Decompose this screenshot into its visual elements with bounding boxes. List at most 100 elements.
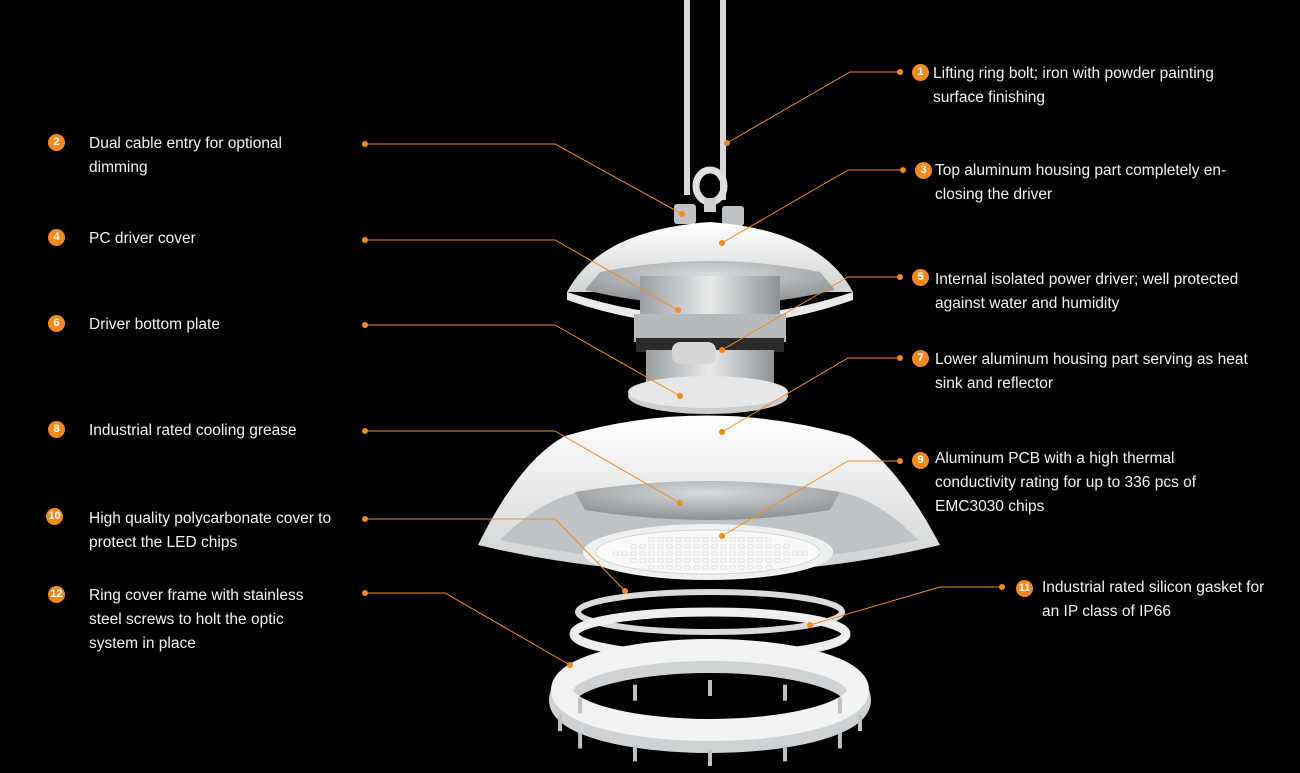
led-chip	[693, 544, 700, 549]
led-chip	[702, 537, 709, 542]
callout-text-7: Lower aluminum housing part serving as h…	[935, 348, 1248, 396]
led-chip	[684, 537, 691, 542]
screw	[578, 732, 583, 749]
led-chip	[774, 551, 781, 556]
callout-text-line: Lower aluminum housing part serving as h…	[935, 351, 1248, 368]
callout-text-line: Dual cable entry for optional	[89, 135, 283, 152]
led-chip	[765, 544, 772, 549]
leader-dot-6-end	[677, 393, 683, 399]
led-chip	[657, 544, 664, 549]
callout-badge-3: 3	[915, 162, 932, 179]
led-chip	[756, 558, 763, 563]
leader-dot-3-start	[900, 167, 906, 173]
driver-bottom-plate	[628, 376, 788, 414]
leader-line-10	[365, 518, 626, 592]
led-chip	[756, 565, 763, 570]
leader-line-3	[721, 169, 903, 244]
leader-dot-5-end	[719, 347, 725, 353]
led-chip	[756, 537, 763, 542]
callout-text-line: Aluminum PCB with a high thermal	[935, 450, 1175, 467]
led-chip	[648, 551, 655, 556]
led-chip	[693, 565, 700, 570]
led-chip	[684, 544, 691, 549]
led-chip	[675, 544, 682, 549]
callout-text-line: Industrial rated cooling grease	[89, 422, 297, 439]
callout-text-line: Internal isolated power driver; well pro…	[935, 271, 1239, 288]
led-chip	[738, 551, 745, 556]
leader-dot-8-end	[677, 500, 683, 506]
led-chip	[783, 558, 790, 563]
led-chip	[765, 565, 772, 570]
led-chip	[675, 551, 682, 556]
led-chip	[729, 537, 736, 542]
led-chip	[684, 565, 691, 570]
led-chip	[738, 544, 745, 549]
leader-line-2	[365, 143, 683, 215]
leader-dot-12-end	[567, 662, 573, 668]
led-chip	[657, 565, 664, 570]
leader-dot-4-start	[362, 237, 368, 243]
leader-line-6	[365, 324, 681, 397]
led-chip	[657, 558, 664, 563]
led-chip	[738, 565, 745, 570]
leader-dot-6-start	[362, 322, 368, 328]
callout-text-1: Lifting ring bolt; iron with powder pain…	[933, 62, 1214, 110]
led-chip	[684, 551, 691, 556]
callout-text-line: EMC3030 chips	[935, 498, 1045, 515]
callout-text-line: Lifting ring bolt; iron with powder pain…	[933, 65, 1214, 82]
led-chip	[630, 544, 637, 549]
stainless-screws	[558, 680, 862, 766]
led-chip	[765, 558, 772, 563]
led-chip	[630, 558, 637, 563]
leader-dot-2-start	[362, 141, 368, 147]
led-chip	[666, 537, 673, 542]
led-chip	[693, 537, 700, 542]
leader-dot-2-end	[679, 211, 685, 217]
led-chip	[684, 558, 691, 563]
callout-badge-5: 5	[912, 269, 929, 286]
led-chip	[666, 551, 673, 556]
callout-badge-4: 4	[48, 229, 65, 246]
led-chip	[711, 544, 718, 549]
leader-dot-12-start	[362, 590, 368, 596]
polycarbonate-cover	[575, 589, 845, 635]
leader-dot-9-start	[897, 458, 903, 464]
led-chips	[612, 537, 808, 570]
led-chip	[702, 544, 709, 549]
leader-dot-11-end	[807, 622, 813, 628]
screw	[837, 697, 842, 714]
led-chip	[729, 558, 736, 563]
screw	[858, 715, 862, 731]
callout-badge-8: 8	[48, 421, 65, 438]
led-chip	[639, 551, 646, 556]
callout-text-8: Industrial rated cooling grease	[89, 419, 297, 443]
led-chip	[711, 565, 718, 570]
led-chip	[783, 551, 790, 556]
callout-text-line: an IP class of IP66	[1042, 603, 1171, 620]
leader-dot-5-start	[897, 274, 903, 280]
led-chip	[711, 558, 718, 563]
leader-line-11	[809, 586, 1002, 626]
callout-text-line: against water and humidity	[935, 295, 1120, 312]
leader-dot-11-start	[999, 584, 1005, 590]
callout-text-4: PC driver cover	[89, 227, 196, 251]
suspension-cables	[684, 0, 726, 200]
callout-text-line: surface finishing	[933, 89, 1046, 106]
callout-text-line: PC driver cover	[89, 230, 196, 247]
leader-dot-7-end	[719, 429, 725, 435]
callout-text-line: Driver bottom plate	[89, 316, 220, 333]
leader-lines	[362, 69, 1005, 668]
callout-text-line: dimming	[89, 159, 148, 176]
led-chip	[774, 558, 781, 563]
ring-cover-frame	[549, 639, 871, 753]
callout-badge-11: 11	[1016, 580, 1033, 597]
leader-dot-4-end	[675, 307, 681, 313]
led-chip	[666, 544, 673, 549]
led-chip	[657, 537, 664, 542]
screw	[633, 684, 637, 701]
callout-text-line: High quality polycarbonate cover to	[89, 510, 332, 527]
